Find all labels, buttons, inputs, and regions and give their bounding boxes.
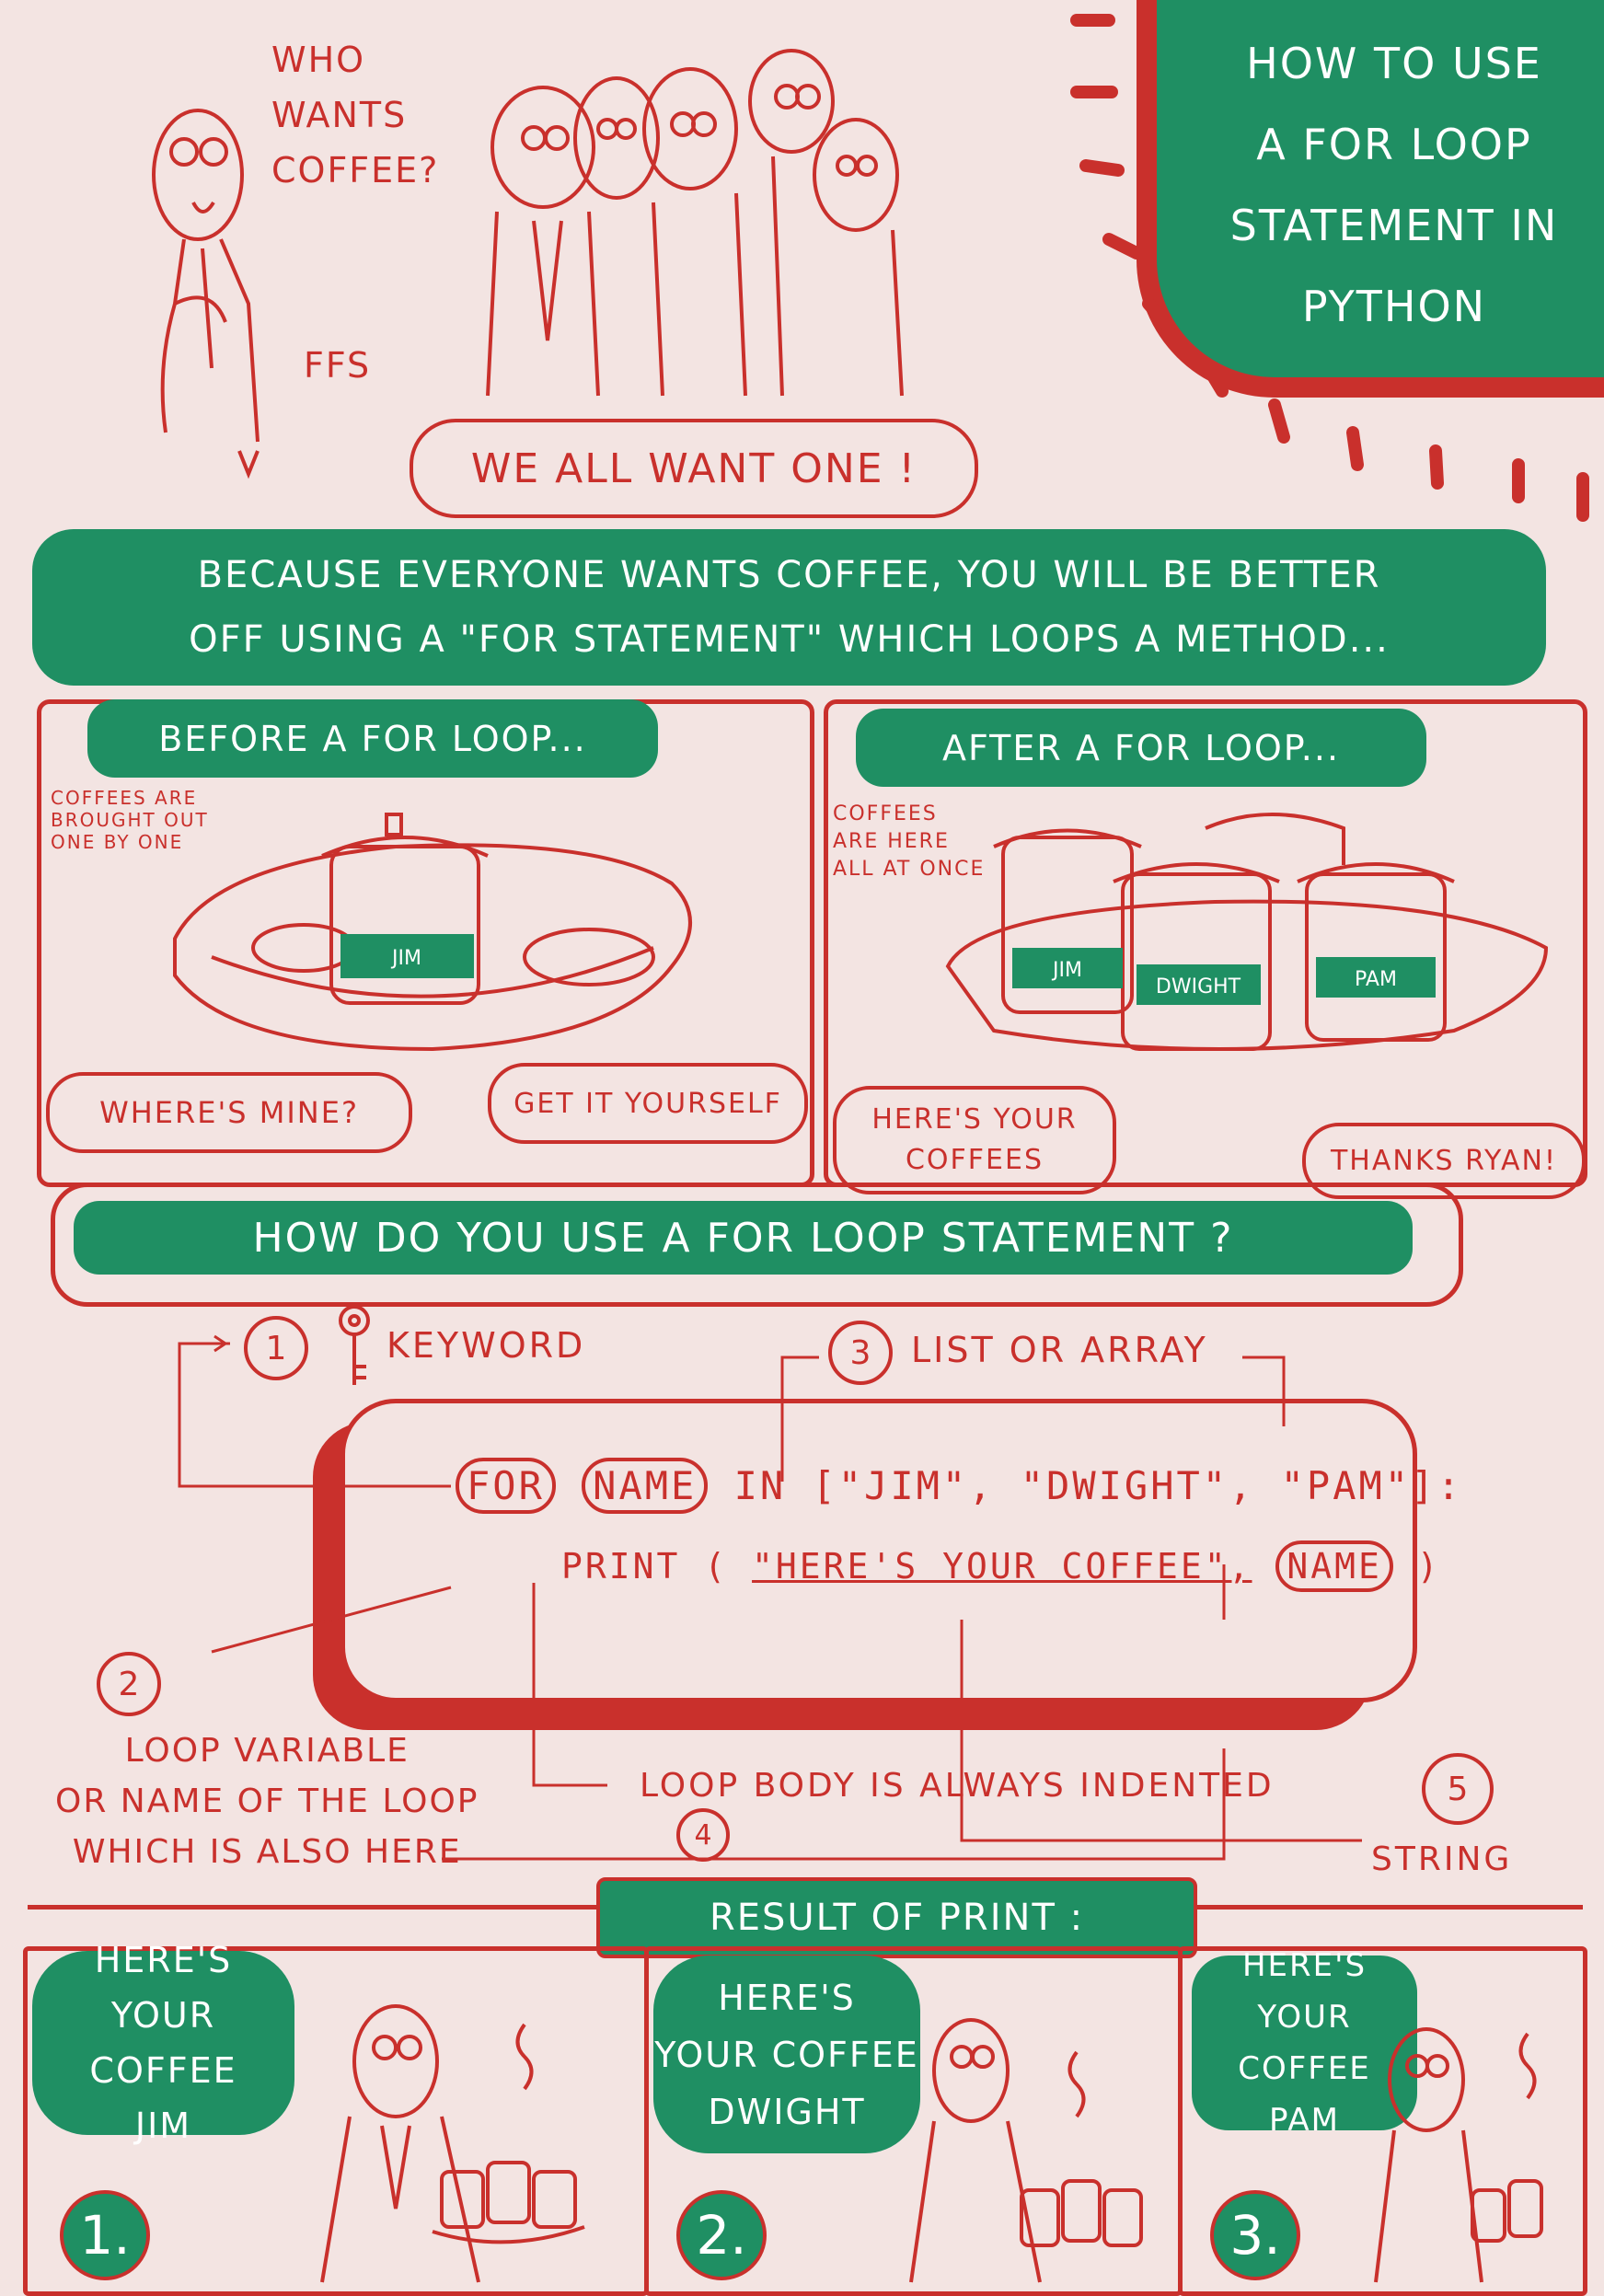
annotation-5-badge: 5 xyxy=(1422,1753,1494,1825)
after-note: COFFEES ARE HERE ALL AT ONCE xyxy=(833,801,985,883)
howto-question-frame xyxy=(51,1183,1463,1307)
coffee-tray-full: JIM DWIGHT PAM xyxy=(945,813,1549,1051)
code-print-close: ) xyxy=(1416,1546,1441,1586)
key-icon xyxy=(339,1305,370,1385)
before-speech-right: GET IT YOURSELF xyxy=(488,1063,808,1144)
boss-question-line-1: WHO xyxy=(271,40,366,80)
code-line-2: PRINT ( "HERE'S YOUR COFFEE", NAME ) xyxy=(561,1540,1441,1592)
before-note: COFFEES ARE BROUGHT OUT ONE BY ONE xyxy=(51,787,209,853)
after-cup-label-1: JIM xyxy=(1051,959,1082,982)
intro-line-2: OFF USING A "FOR STATEMENT" WHICH LOOPS … xyxy=(189,618,1390,661)
after-cup-label-3: PAM xyxy=(1355,968,1397,991)
boss-mutter: FFS xyxy=(304,345,372,386)
crowd-reply-bubble: WE ALL WANT ONE ! xyxy=(410,419,978,518)
boss-question-line-2: WANTS xyxy=(271,95,408,135)
page-title: HOW TO USE A FOR LOOP STATEMENT IN PYTHO… xyxy=(1187,23,1601,347)
ryan-figure-1 xyxy=(320,2004,585,2283)
result-1-line-1: HERE'S xyxy=(94,1940,233,1980)
after-title-bubble: AFTER A FOR LOOP... xyxy=(856,709,1426,787)
before-title: BEFORE A FOR LOOP... xyxy=(158,718,587,759)
result-frame-2-bubble: HERE'S YOUR COFFEE DWIGHT xyxy=(653,1956,920,2153)
result-2-line-2: YOUR COFFEE xyxy=(654,2034,919,2075)
result-frame-1-bubble: HERE'S YOUR COFFEE JIM xyxy=(32,1940,294,2146)
crowd-reply-text: WE ALL WANT ONE ! xyxy=(470,444,917,492)
annotation-1-badge: 1 xyxy=(244,1316,308,1380)
annotation-4-badge: 4 xyxy=(676,1808,730,1862)
result-frame-2-number: 2. xyxy=(676,2190,767,2280)
after-speech-left: HERE'S YOUR COFFEES xyxy=(833,1086,1116,1194)
after-speech-right-text: THANKS RYAN! xyxy=(1330,1145,1557,1177)
after-note-line-3: ALL AT ONCE xyxy=(833,858,986,881)
annotation-2-badge: 2 xyxy=(97,1652,161,1716)
before-note-line-2: BROUGHT OUT xyxy=(51,809,209,831)
crowd-figures xyxy=(486,49,904,397)
result-title-bubble: RESULT OF PRINT : xyxy=(596,1877,1197,1958)
code-print-string: "HERE'S YOUR COFFEE", xyxy=(752,1546,1252,1586)
result-2-line-1: HERE'S xyxy=(718,1977,856,2018)
annotation-connectors xyxy=(178,1334,1362,1861)
before-title-bubble: BEFORE A FOR LOOP... xyxy=(87,699,658,778)
before-cup-label: JIM xyxy=(390,947,421,970)
ryan-figure-2 xyxy=(909,2018,1143,2283)
result-3-line-2: YOUR COFFEE xyxy=(1238,1999,1371,2087)
result-3-line-3: PAM xyxy=(1269,2102,1340,2139)
result-frame-3-number: 3. xyxy=(1210,2190,1300,2280)
code-list: ["JIM", "DWIGHT", "PAM"]: xyxy=(812,1463,1463,1508)
howto-question-bubble: HOW DO YOU USE A FOR LOOP STATEMENT ? xyxy=(74,1201,1413,1275)
intro-banner: BECAUSE EVERYONE WANTS COFFEE, YOU WILL … xyxy=(32,529,1546,686)
intro-line-1: BECAUSE EVERYONE WANTS COFFEE, YOU WILL … xyxy=(197,554,1381,596)
after-note-line-1: COFFEES xyxy=(833,802,938,825)
code-in-keyword: IN xyxy=(733,1463,787,1508)
before-note-line-3: ONE BY ONE xyxy=(51,831,184,853)
title-blob xyxy=(1137,0,1604,398)
loop-variable-label: LOOP VARIABLE OR NAME OF THE LOOP WHICH … xyxy=(55,1725,479,1877)
result-1-line-2: YOUR COFFEE xyxy=(89,1995,237,2091)
loop-variable-line-2: OR NAME OF THE LOOP xyxy=(55,1783,479,1820)
result-2-line-3: DWIGHT xyxy=(708,2091,866,2132)
title-rays-decoration xyxy=(1070,14,1589,522)
result-title: RESULT OF PRINT : xyxy=(709,1897,1085,1939)
result-1-line-3: JIM xyxy=(134,2106,192,2146)
code-tray xyxy=(340,1399,1417,1702)
ryan-figure-3 xyxy=(1374,2027,1543,2283)
after-note-line-2: ARE HERE xyxy=(833,830,950,853)
boss-question-line-3: COFFEE? xyxy=(271,150,440,190)
after-title: AFTER A FOR LOOP... xyxy=(941,727,1341,768)
code-loop-variable: NAME xyxy=(582,1458,709,1514)
boss-question: WHO WANTS COFFEE? xyxy=(271,32,439,198)
code-for-keyword: FOR xyxy=(456,1458,556,1514)
title-line-4: PYTHON xyxy=(1301,282,1487,331)
boss-figure xyxy=(152,109,260,479)
before-speech-right-text: GET IT YOURSELF xyxy=(514,1087,782,1120)
result-frame-1-number: 1. xyxy=(60,2190,150,2280)
coffee-tray-single: JIM xyxy=(173,813,692,1052)
before-note-line-1: COFFEES ARE xyxy=(51,787,198,809)
code-print-fn: PRINT ( xyxy=(561,1546,729,1586)
annotation-3-badge: 3 xyxy=(828,1321,893,1385)
string-label: STRING xyxy=(1371,1840,1513,1878)
before-speech-left: WHERE'S MINE? xyxy=(46,1072,412,1153)
after-cup-label-2: DWIGHT xyxy=(1156,975,1241,998)
after-speech-left-line-2: COFFEES xyxy=(905,1144,1044,1176)
keyword-label: KEYWORD xyxy=(387,1325,586,1366)
title-line-3: STATEMENT IN xyxy=(1229,201,1559,250)
loop-variable-line-3: WHICH IS ALSO HERE xyxy=(72,1833,462,1871)
loop-variable-line-1: LOOP VARIABLE xyxy=(124,1732,410,1770)
howto-question: HOW DO YOU USE A FOR LOOP STATEMENT ? xyxy=(252,1214,1234,1262)
loop-body-label: LOOP BODY IS ALWAYS INDENTED xyxy=(640,1767,1275,1805)
result-3-line-1: HERE'S xyxy=(1241,1947,1367,1984)
code-print-variable: NAME xyxy=(1275,1540,1393,1592)
after-speech-left-line-1: HERE'S YOUR xyxy=(871,1103,1078,1136)
code-line-1: FOR NAME IN ["JIM", "DWIGHT", "PAM"]: xyxy=(456,1458,1463,1514)
title-line-2: A FOR LOOP xyxy=(1256,120,1532,169)
result-frame-3-bubble: HERE'S YOUR COFFEE PAM xyxy=(1192,1947,1417,2139)
before-speech-left-text: WHERE'S MINE? xyxy=(99,1095,359,1130)
title-line-1: HOW TO USE xyxy=(1246,39,1542,88)
list-label: LIST OR ARRAY xyxy=(911,1330,1208,1370)
